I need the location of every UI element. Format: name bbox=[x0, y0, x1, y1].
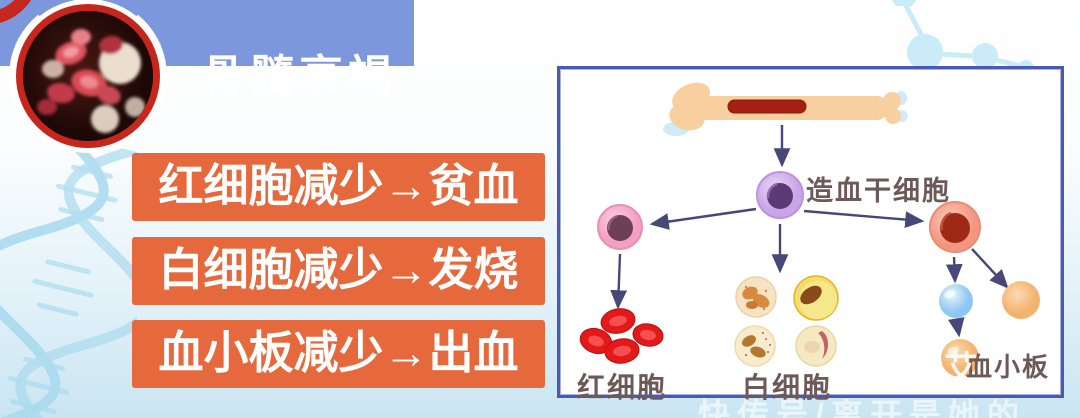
red-cell-label: 红细胞 bbox=[576, 372, 667, 403]
platelet-cells-icon bbox=[939, 281, 1040, 377]
stem-cell-label: 造血干细胞 bbox=[806, 176, 951, 206]
page-title: 骨髓衰竭 bbox=[201, 52, 397, 101]
fact-fever: 白细胞减少→发烧 bbox=[132, 237, 545, 305]
white-blood-cells-icon bbox=[734, 275, 839, 367]
megakaryocyte-progenitor-icon bbox=[929, 201, 981, 253]
hematopoiesis-diagram: 造血干细胞 红细胞 白细胞 血小板 艾 bbox=[557, 66, 1064, 403]
fact-bleeding: 血小板减少→出血 bbox=[132, 320, 545, 388]
blood-cells-photo bbox=[16, 4, 160, 148]
watermark-overlay: 艾 bbox=[944, 350, 978, 388]
platelet-label: 血小板 bbox=[966, 352, 1051, 382]
stem-cell-icon bbox=[756, 171, 804, 219]
flow-arrows bbox=[610, 125, 1009, 338]
red-blood-cells-icon bbox=[579, 308, 664, 364]
watermark-bottom: 快传号/离开是她的 bbox=[698, 397, 1026, 418]
bone-icon bbox=[663, 82, 908, 136]
white-cell-label: 白细胞 bbox=[741, 372, 832, 403]
erythroid-progenitor-icon bbox=[597, 204, 643, 250]
fact-anemia: 红细胞减少→贫血 bbox=[132, 153, 545, 221]
